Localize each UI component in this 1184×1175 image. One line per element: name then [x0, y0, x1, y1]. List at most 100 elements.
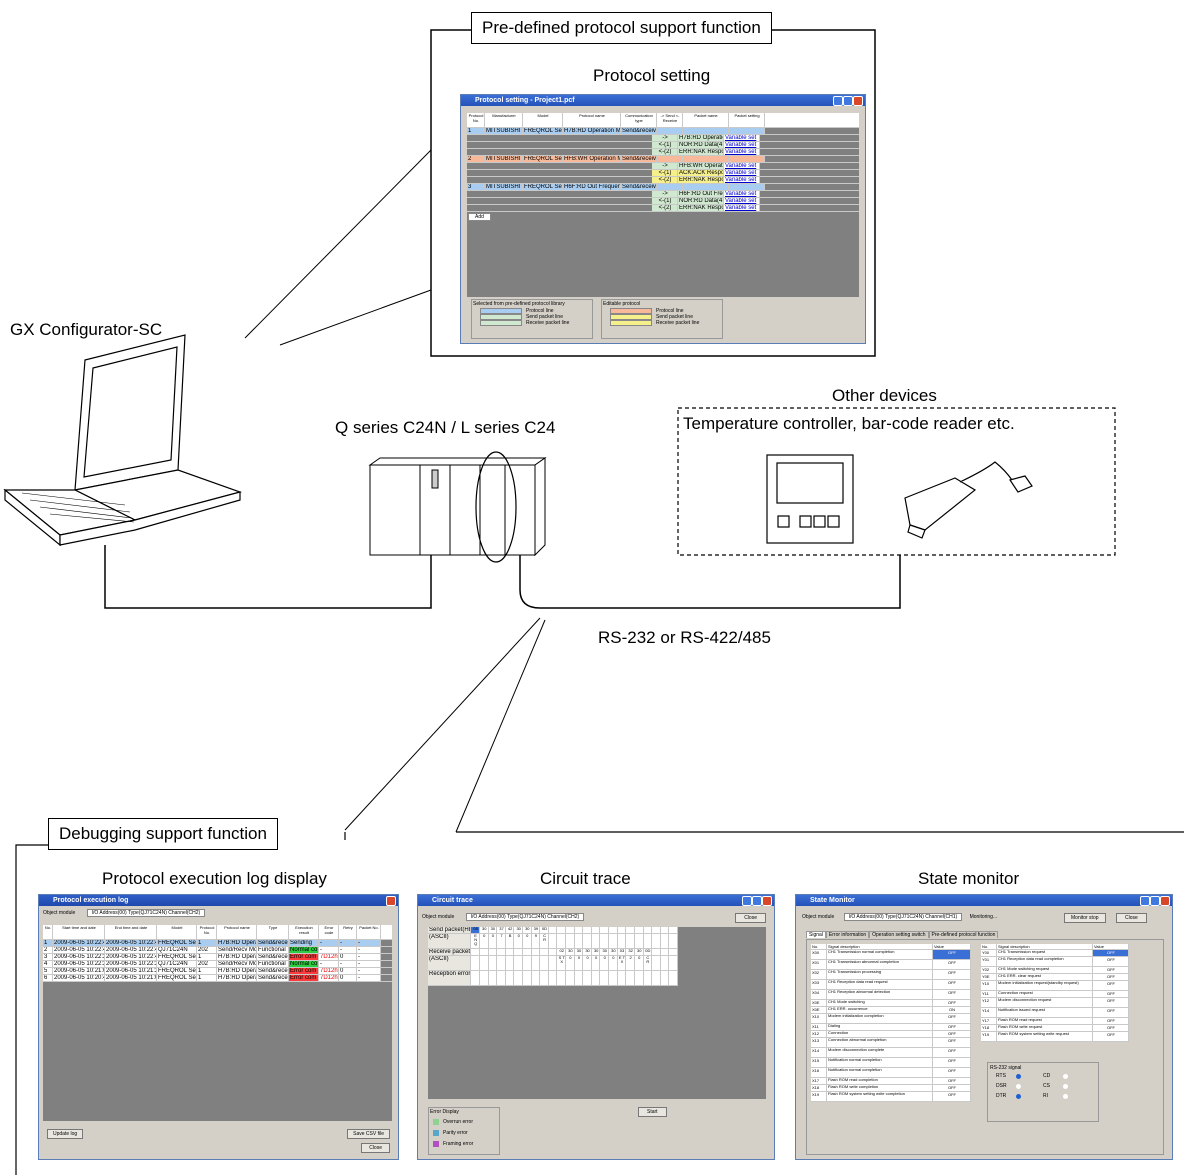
table-cell: OFF — [1093, 1018, 1129, 1024]
table-cell: Error com — [289, 975, 319, 981]
table-cell: Functional — [257, 947, 289, 953]
tab-0[interactable]: Signal — [806, 931, 826, 938]
close-icon[interactable] — [386, 896, 396, 906]
rs232-signal: CS — [1043, 1083, 1090, 1089]
minimize-icon[interactable] — [833, 96, 843, 106]
rs232-lamp-icon — [1016, 1083, 1021, 1089]
table-cell — [484, 135, 521, 141]
callout-line-lower — [279, 289, 432, 346]
minimize-icon[interactable] — [742, 896, 752, 906]
table-cell: Packet name — [683, 113, 729, 127]
close-button[interactable]: Close — [361, 1143, 390, 1153]
table-cell: Y17 — [981, 1018, 997, 1024]
table-cell: OFF — [933, 1038, 971, 1047]
table-cell: 2009-06-05 10:22:4 — [105, 940, 157, 946]
maximize-icon[interactable] — [1150, 896, 1160, 906]
packet-row[interactable]: <-(2)ERR:NAK ResponseVariable set — [467, 177, 859, 184]
predefined-title: Pre-defined protocol support function — [471, 12, 772, 44]
table-cell — [480, 949, 489, 955]
tab-3[interactable]: Pre-defined protocol function — [928, 931, 999, 938]
close-icon[interactable] — [1160, 896, 1170, 906]
tab-1[interactable]: Error information — [825, 931, 870, 938]
table-cell: 1 — [43, 940, 53, 946]
close-icon[interactable] — [762, 896, 772, 906]
rs232-signal-name: DSR — [996, 1083, 1007, 1089]
table-cell — [560, 163, 617, 169]
packet-row[interactable]: ->H6F:RD Out Frequency/SpeecVariable set — [467, 191, 859, 198]
table-cell: 0 — [575, 956, 584, 970]
table-cell: 4 — [43, 961, 53, 967]
table-cell — [661, 927, 670, 933]
other-devices-frame — [677, 407, 1116, 556]
minimize-icon[interactable] — [1140, 896, 1150, 906]
q-series-label: Q series C24N / L series C24 — [335, 418, 556, 437]
table-cell — [467, 177, 484, 183]
close-button[interactable]: Close — [1116, 913, 1147, 923]
trace-row: Reception error — [428, 971, 678, 986]
debugging-title: Debugging support function — [48, 818, 278, 850]
table-cell: X14 — [811, 1048, 827, 1057]
table-cell — [609, 971, 618, 985]
table-cell: Y10 — [981, 981, 997, 990]
add-button[interactable]: Add — [468, 213, 491, 221]
legend-swatch — [480, 308, 522, 314]
table-cell — [600, 927, 610, 933]
table-cell: -> — [652, 191, 678, 197]
tab-2[interactable]: Operation setting switch — [869, 931, 929, 938]
table-cell — [521, 177, 560, 183]
table-cell: OFF — [1093, 991, 1129, 997]
table-cell: 1 — [197, 940, 217, 946]
table-cell — [729, 128, 765, 134]
table-cell: Y18 — [981, 1025, 997, 1031]
update-log-button[interactable]: Update log — [47, 1129, 84, 1139]
packet-row[interactable]: ->H7B:RD Operation ModeVariable set — [467, 135, 859, 142]
start-button[interactable]: Start — [638, 1107, 667, 1117]
table-cell — [644, 971, 653, 985]
table-cell: ERR:NAK Response — [678, 177, 724, 183]
table-cell: Send/Recv Mon — [217, 961, 257, 967]
rs232-lamp-icon — [1063, 1083, 1068, 1089]
table-cell — [617, 205, 652, 211]
table-cell: 1 — [197, 975, 217, 981]
table-cell — [480, 956, 489, 970]
table-cell: Communication type — [621, 113, 657, 127]
close-icon[interactable] — [853, 96, 863, 106]
table-cell — [618, 927, 627, 933]
rs232-signal-name: CS — [1043, 1083, 1050, 1089]
table-cell — [521, 135, 560, 141]
maximize-icon[interactable] — [843, 96, 853, 106]
legend-library: Selected from pre-defined protocol libra… — [471, 299, 593, 339]
packet-row[interactable]: <-(2)ERR:NAK ResponseVariable set — [467, 205, 859, 212]
packet-row[interactable]: <-(1)NOR:RD Data(4 Digits Data)Variable … — [467, 142, 859, 149]
table-cell — [557, 971, 567, 985]
table-cell: Flash ROM write request — [997, 1025, 1093, 1031]
close-button[interactable]: Close — [735, 913, 766, 923]
save-csv-button[interactable]: Save CSV file — [347, 1129, 390, 1139]
monitor-stop-button[interactable]: Monitor stop — [1064, 913, 1106, 923]
table-cell — [484, 170, 521, 176]
barcode-reader-illustration — [904, 461, 1033, 539]
packet-row[interactable]: <-(2)ERR:NAK ResponseVariable set — [467, 149, 859, 156]
maximize-icon[interactable] — [752, 896, 762, 906]
table-cell — [683, 184, 729, 190]
table-cell — [467, 191, 484, 197]
packet-row[interactable]: <-(1)NOR:RD Data(4 Digits Data)Variable … — [467, 198, 859, 205]
packet-row[interactable]: <-(1)ACK:ACK ResponseVariable set — [467, 170, 859, 177]
packet-row[interactable]: ->HFB:WR Operation ModeVariable set — [467, 163, 859, 170]
